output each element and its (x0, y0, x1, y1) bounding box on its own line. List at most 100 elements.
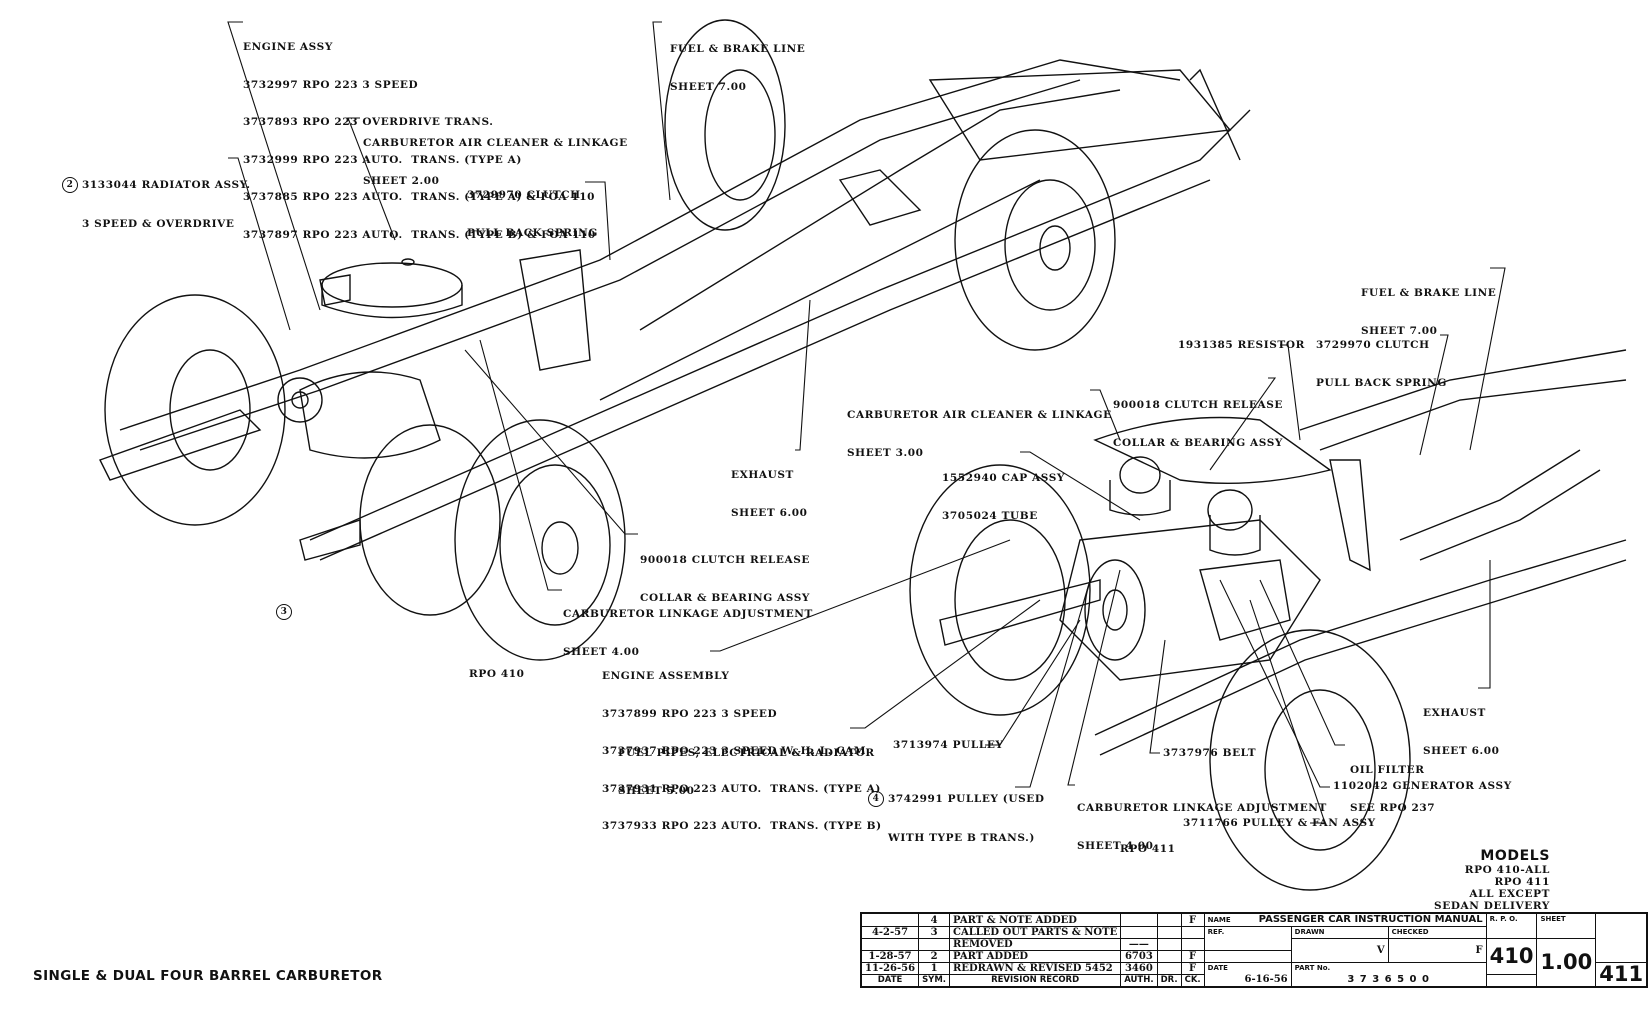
callout-line: OIL FILTER (1350, 764, 1425, 776)
rev-auth (1120, 912, 1158, 927)
callout-belt: 3737976 BELT (1163, 747, 1257, 759)
rev-date: 1-28-57 (860, 950, 920, 963)
callout-clutch-spring-left: 3729970 CLUTCH PULL BACK SPRING (467, 164, 598, 252)
revision-header-row: DATE SYM. REVISION RECORD AUTH. DR. CK. (860, 974, 1647, 988)
callout-line: SHEET 4.00 (563, 645, 640, 658)
view-label-rpo-410: RPO 410 (469, 668, 525, 680)
header-auth: AUTH. (1120, 974, 1158, 988)
callout-line: FUEL & BRAKE LINE (670, 43, 806, 55)
callout-line: 3729970 CLUTCH (1316, 339, 1430, 351)
sheet-number: 1.00 (1536, 938, 1597, 988)
rev-auth (1120, 926, 1158, 939)
name-cell: NAME PASSENGER CAR INSTRUCTION MANUAL (1203, 912, 1487, 927)
models-line: ALL EXCEPT (1469, 888, 1550, 900)
models-line: RPO 411 (1494, 876, 1550, 888)
checked-label: CHECKED (1387, 926, 1487, 939)
rev-record: CALLED OUT PARTS & NOTE (949, 926, 1122, 939)
drawn-label: DRAWN (1290, 926, 1389, 939)
rev-record: REDRAWN & REVISED 5452 (949, 962, 1122, 975)
rev-auth: —— (1120, 938, 1158, 951)
rev-sym: 2 (918, 950, 951, 963)
date-label: DATE (1207, 964, 1228, 972)
rev-date: 4-2-57 (860, 926, 920, 939)
callout-line: 3737937 RPO 223 3 SPEED W. H. L. CAM (602, 745, 867, 757)
callout-line: 3737893 RPO 223 OVERDRIVE TRANS. (243, 116, 494, 128)
header-sym: SYM. (918, 974, 951, 988)
callout-line: SHEET 6.00 (1423, 744, 1500, 757)
left-chassis-drawing (99, 19, 1251, 661)
callout-line: 3737885 RPO 223 AUTO. TRANS. (TYPE A) & … (243, 191, 596, 203)
rev-ck: F (1180, 950, 1205, 963)
callout-line: 3737933 RPO 223 AUTO. TRANS. (TYPE B) (602, 820, 882, 832)
callout-pulley-fan: 3711766 PULLEY & FAN ASSY (1183, 817, 1376, 829)
callout-line: PULL BACK SPRING (467, 226, 598, 239)
part-number: 3 7 3 6 5 0 0 (1347, 974, 1430, 985)
callout-engine-assembly-right: ENGINE ASSEMBLY 3737899 RPO 223 3 SPEED … (602, 645, 882, 845)
callout-line: SHEET 3.00 (847, 446, 924, 459)
revision-row: REMOVED —— V F 410 1.00 (860, 938, 1647, 988)
rev-record: PART & NOTE ADDED (949, 912, 1122, 927)
callout-line: 3737897 RPO 223 AUTO. TRANS. (TYPE B) & … (243, 228, 596, 241)
callout-engine-assy: ENGINE ASSY 3732997 RPO 223 3 SPEED 3737… (243, 16, 596, 254)
rpo-411: 411 (1595, 962, 1648, 988)
callout-line: 3742991 PULLEY (USED (888, 793, 1045, 805)
callout-clutch-release-left: 900018 CLUTCH RELEASE COLLAR & BEARING A… (640, 529, 810, 617)
rev-sym: 3 (918, 926, 951, 939)
revision-row: 4-2-57 3 CALLED OUT PARTS & NOTE REF. DR… (860, 926, 1647, 951)
callout-line: EXHAUST (731, 469, 794, 481)
callout-line: CARBURETOR AIR CLEANER & LINKAGE (847, 409, 1112, 421)
part-cell: PART No.3 7 3 6 5 0 0 (1290, 962, 1487, 988)
callout-line: FUEL PIPES, ELECTRICAL & RADIATOR (618, 747, 875, 759)
callout-line: ENGINE ASSY (243, 41, 333, 53)
reference-marker: 2 (62, 177, 78, 193)
callout-line: 900018 CLUTCH RELEASE (1113, 399, 1284, 411)
view-label-rpo-411: RPO 411 (1120, 843, 1176, 855)
rev-record: PART ADDED (949, 950, 1122, 963)
ref-label: REF. (1203, 926, 1292, 951)
callout-line: COLLAR & BEARING ASSY (1113, 436, 1283, 449)
rev-sym: 1 (918, 962, 951, 975)
callout-line: 3737931 RPO 223 AUTO. TRANS. (TYPE A) (602, 782, 881, 795)
callout-air-cleaner-left: CARBURETOR AIR CLEANER & LINKAGE SHEET 2… (363, 112, 628, 200)
models-line: RPO 410-ALL (1464, 864, 1550, 876)
callout-line: WITH TYPE B TRANS.) (888, 832, 1036, 844)
rev-ck (1180, 938, 1205, 951)
callout-marker-3: 3 (276, 604, 296, 620)
callout-air-cleaner-right: CARBURETOR AIR CLEANER & LINKAGE SHEET 3… (847, 384, 1112, 472)
callout-oil-filter: OIL FILTER SEE RPO 237 (1350, 739, 1435, 827)
callout-line: 3732997 RPO 223 3 SPEED (243, 78, 419, 91)
rev-record: REMOVED (949, 938, 1122, 951)
callout-line: COLLAR & BEARING ASSY (640, 591, 810, 604)
models-note: MODELS RPO 410-ALL RPO 411 ALL EXCEPT SE… (1400, 848, 1550, 912)
callout-exhaust-left: EXHAUST SHEET 6.00 (731, 444, 808, 532)
name-label: NAME (1207, 916, 1231, 924)
callout-line: 3732999 RPO 223 AUTO. TRANS. (TYPE A) (243, 153, 522, 166)
callout-line: SHEET 6.00 (731, 506, 808, 519)
rev-ck: F (1180, 962, 1205, 975)
callout-line: 900018 CLUTCH RELEASE (640, 554, 811, 566)
ref-value (1203, 950, 1292, 963)
rpo-label: R. P. O. (1485, 912, 1538, 939)
sheet-label: SHEET (1536, 912, 1597, 939)
leader-lines (227, 21, 1506, 824)
rev-sym: 4 (918, 912, 951, 927)
revision-row: 4 PART & NOTE ADDED F NAME PASSENGER CAR … (860, 912, 1647, 939)
rev-date: 11-26-56 (860, 962, 920, 975)
callout-line: ENGINE ASSEMBLY (602, 670, 730, 682)
callout-clutch-spring-right: 3729970 CLUTCH PULL BACK SPRING (1316, 314, 1447, 402)
rev-ck: F (1180, 912, 1205, 927)
callout-line: SHEET 7.00 (1361, 324, 1438, 337)
rev-sym (918, 938, 951, 951)
manual-name: PASSENGER CAR INSTRUCTION MANUAL (1258, 914, 1483, 925)
right-engine-drawing (909, 349, 1627, 891)
callout-line: 3705024 TUBE (942, 509, 1038, 522)
callout-line: 3 SPEED & OVERDRIVE (82, 218, 235, 230)
models-heading: MODELS (1480, 848, 1550, 864)
callout-line: SHEET 2.00 (363, 174, 440, 187)
drawn-by: V (1290, 938, 1389, 963)
callout-line: CARBURETOR LINKAGE ADJUSTMENT (1077, 802, 1327, 814)
callout-line: SHEET 4.00 (1077, 839, 1154, 852)
